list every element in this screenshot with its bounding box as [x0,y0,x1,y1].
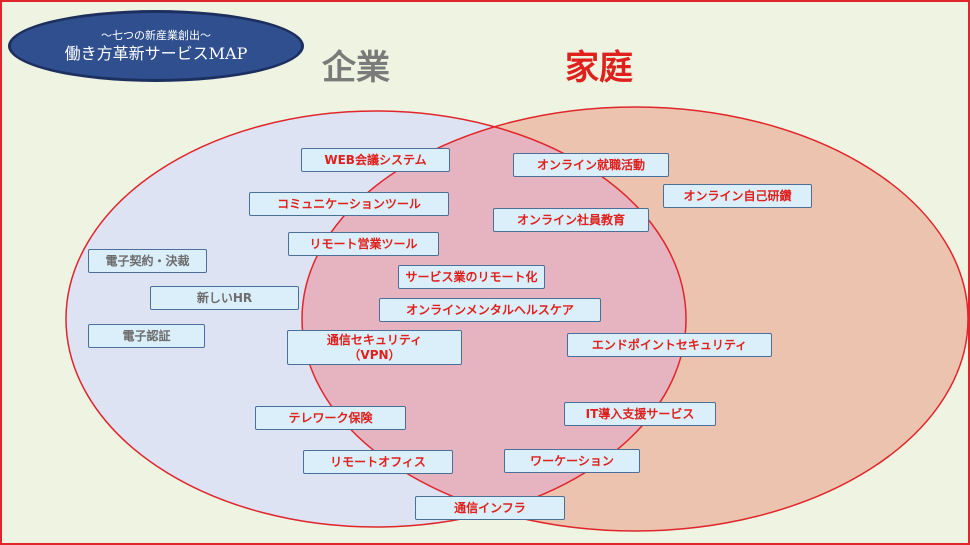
item-telework-insurance: テレワーク保険 [255,406,406,430]
item-communication-security-line1: 通信セキュリティ [326,332,423,347]
item-endpoint-security: エンドポイントセキュリティ [567,333,772,357]
item-remote-office: リモートオフィス [303,450,453,474]
item-e-contract: 電子契約・決裁 [88,249,207,273]
set-label-home: 家庭 [565,48,633,88]
item-it-introduction-support: IT導入支援サービス [564,402,716,426]
item-communication-security-line2: （VPN） [348,347,401,362]
item-remote-service-industry: サービス業のリモート化 [398,265,545,289]
item-communication-infra: 通信インフラ [415,496,565,520]
item-online-job-hunting: オンライン就職活動 [513,153,669,177]
item-online-mental-healthcare: オンラインメンタルヘルスケア [379,298,601,322]
item-web-conference-system: WEB会議システム [301,148,450,172]
item-communication-security: 通信セキュリティ （VPN） [287,330,462,365]
item-new-hr: 新しいHR [150,286,299,310]
item-communication-tool: コミュニケーションツール [249,192,449,216]
set-label-company: 企業 [322,48,390,88]
item-e-authentication: 電子認証 [88,324,205,348]
item-workation: ワーケーション [504,449,640,473]
item-online-employee-education: オンライン社員教育 [493,208,649,232]
map-title-badge: 〜七つの新産業創出〜 働き方革新サービスMAP [8,10,304,82]
item-remote-sales-tool: リモート営業ツール [288,232,439,256]
badge-title: 働き方革新サービスMAP [64,43,248,63]
item-online-self-study: オンライン自己研鑽 [663,184,812,208]
overlap-region [302,111,686,527]
badge-subtitle: 〜七つの新産業創出〜 [101,28,211,42]
